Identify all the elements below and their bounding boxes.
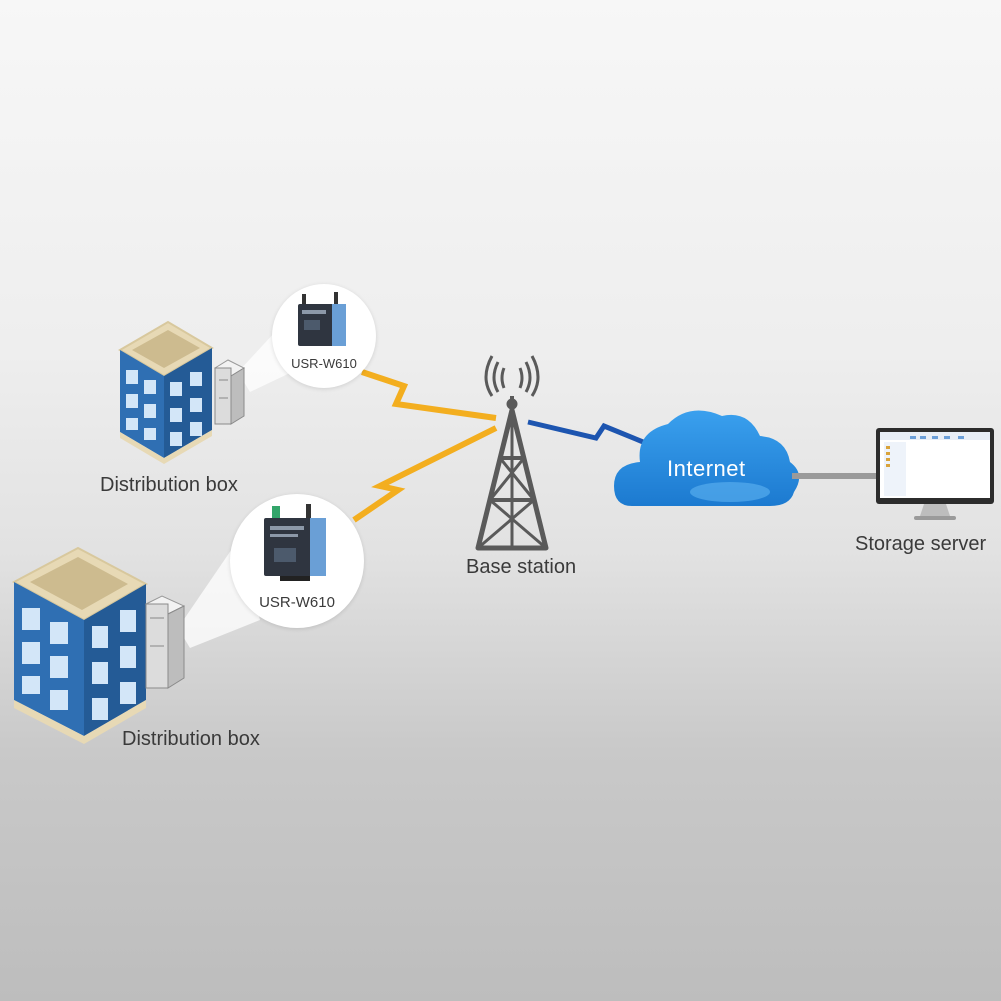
distribution-box-label-top: Distribution box: [100, 474, 238, 496]
building-icon: [11, 546, 149, 744]
backhaul-link: [527, 419, 649, 447]
device-label-top: USR-W610: [291, 356, 357, 371]
device-zoom-circle-top: USR-W610: [272, 284, 376, 388]
antenna-tower-icon: [475, 355, 549, 551]
router-device-icon: [298, 292, 346, 346]
distribution-cabinet-icon: [144, 595, 186, 689]
building-icon: [118, 320, 214, 464]
wireless-link-bottom: [352, 425, 498, 523]
device-label-bottom: USR-W610: [259, 594, 335, 611]
storage-server-label: Storage server: [855, 533, 987, 555]
cloud-icon: [614, 410, 800, 506]
internet-label: Internet: [667, 456, 746, 481]
distribution-cabinet-icon: [213, 359, 246, 425]
distribution-box-label-bottom: Distribution box: [122, 728, 260, 750]
device-zoom-circle-bottom: USR-W610: [230, 494, 364, 628]
base-station-label: Base station: [466, 556, 577, 578]
wireless-link-top: [361, 369, 497, 421]
monitor-icon: [876, 428, 994, 520]
router-device-icon: [264, 504, 326, 581]
